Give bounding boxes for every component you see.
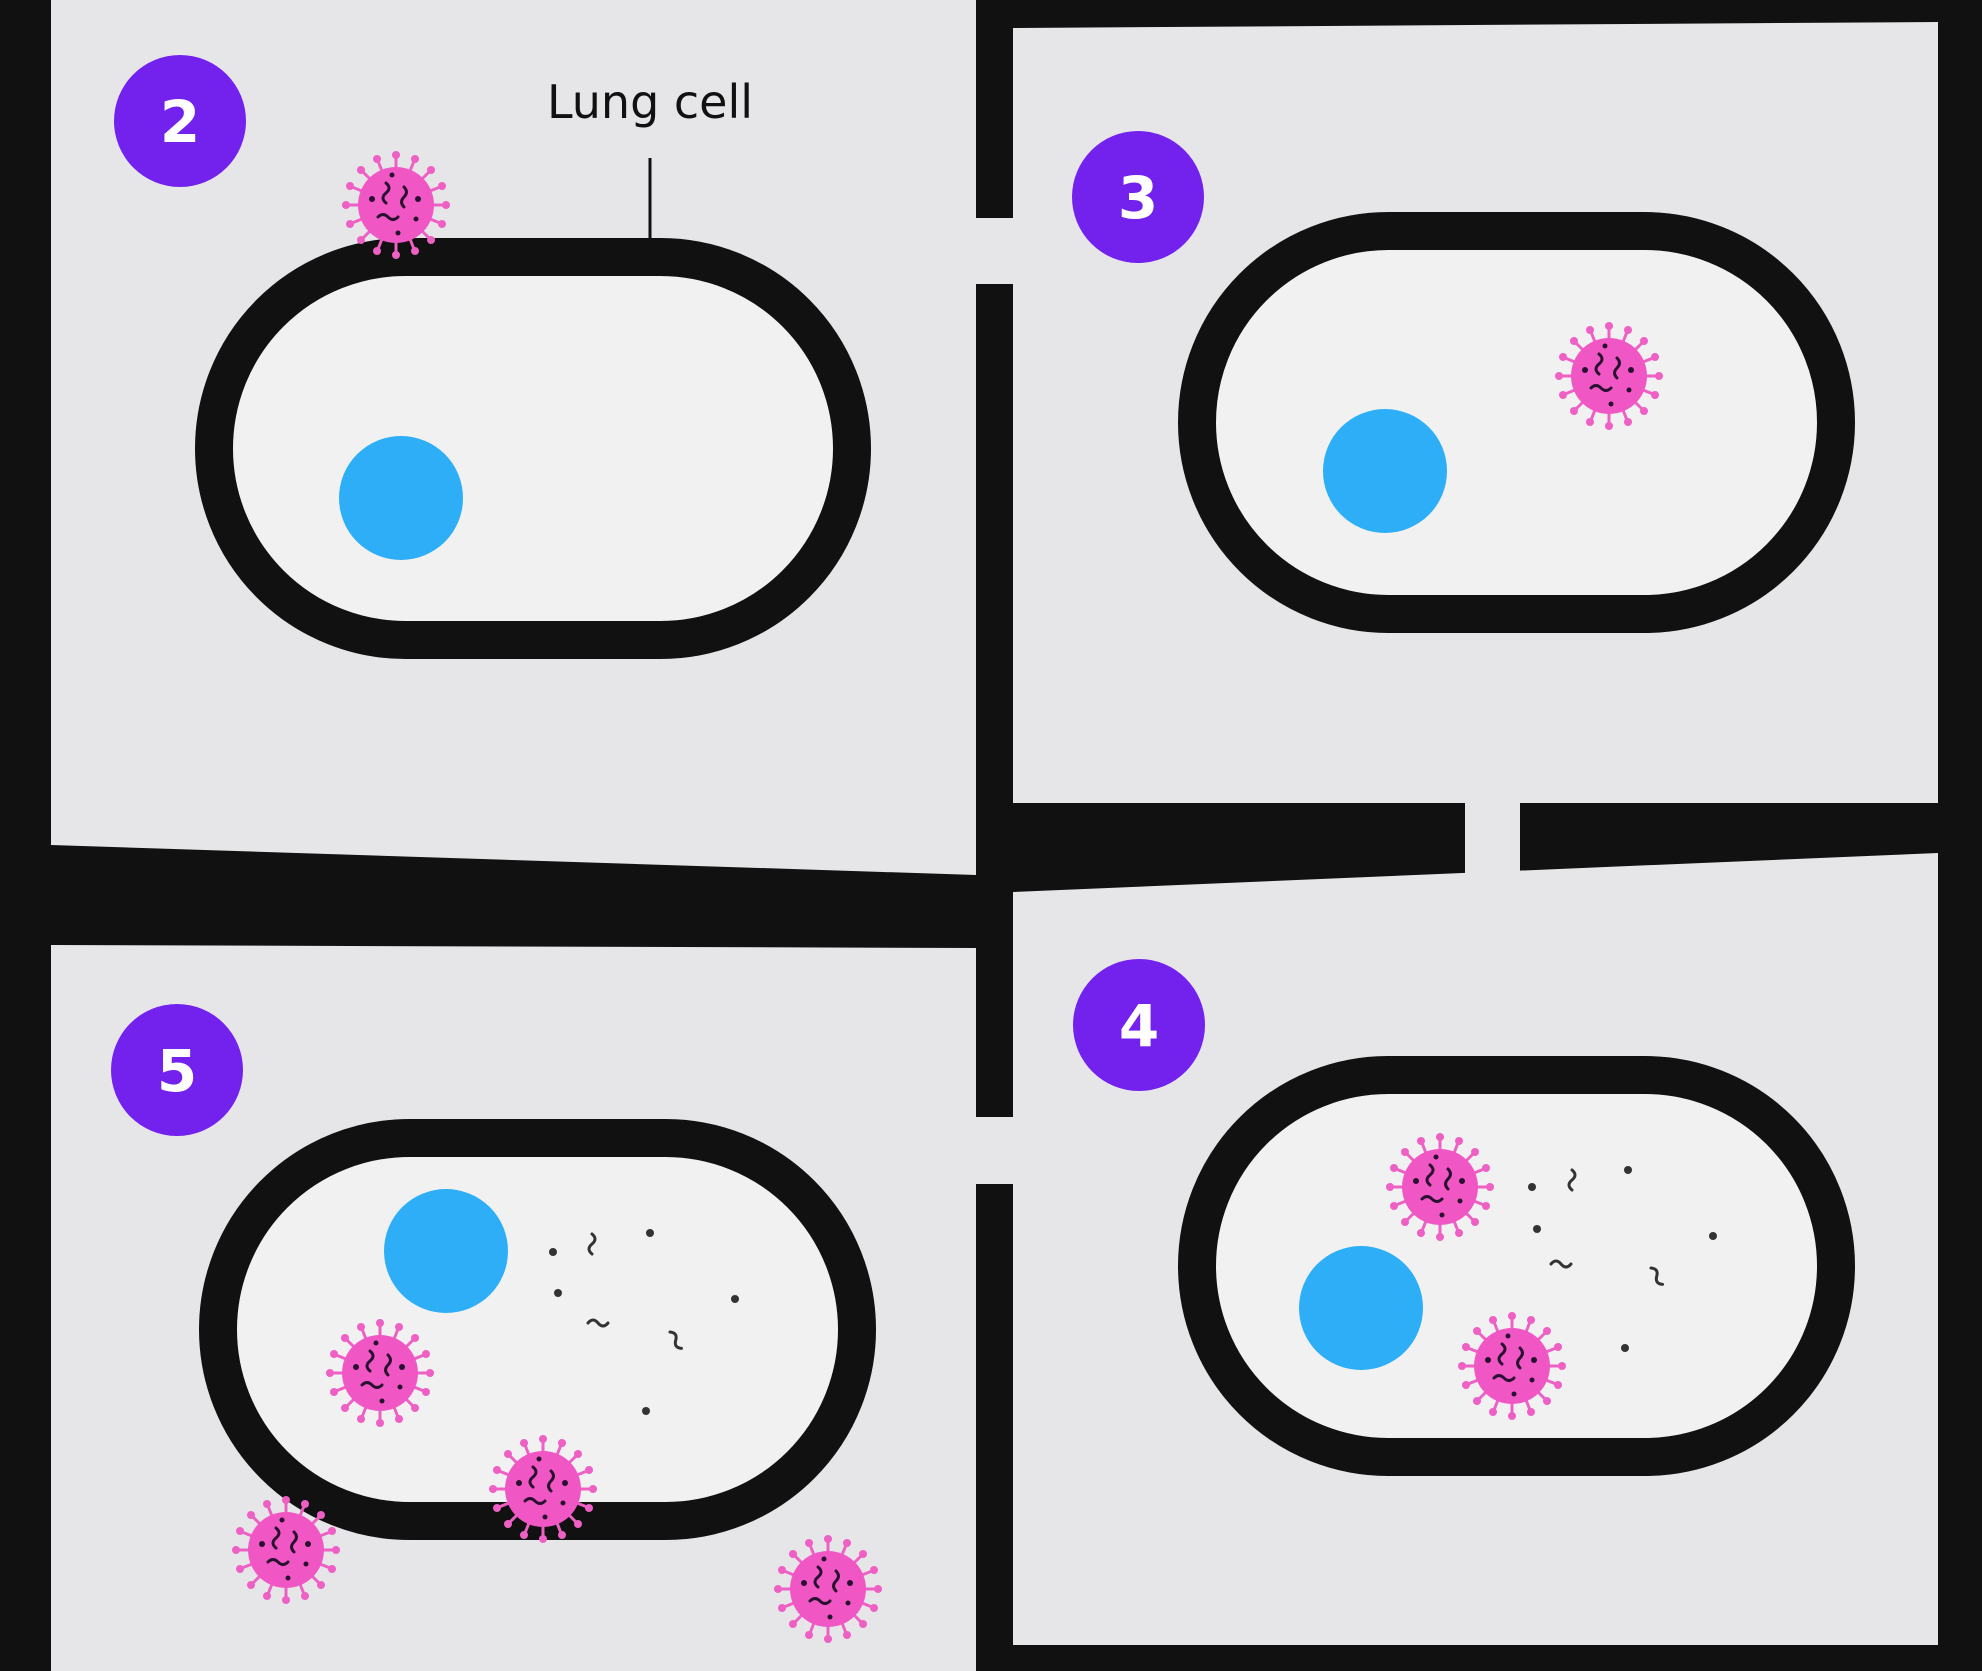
separator-gap	[1465, 800, 1520, 873]
nucleus	[384, 1189, 508, 1313]
coronavirus-icon	[230, 1494, 342, 1606]
coronavirus-icon	[1384, 1131, 1496, 1243]
step-2-group: 2 Lung cell	[114, 55, 871, 659]
step-badge	[1072, 131, 1204, 263]
step-number: 4	[1119, 992, 1159, 1060]
step-number: 3	[1118, 164, 1158, 232]
step-3-group: 3	[1072, 131, 1855, 633]
step-4-group: 4	[1073, 959, 1855, 1476]
step-badge	[1073, 959, 1205, 1091]
rna-fragments	[1528, 1166, 1717, 1352]
step-number: 5	[157, 1037, 197, 1105]
lung-cell	[195, 238, 871, 659]
nucleus	[339, 436, 463, 560]
lung-cell	[1178, 212, 1855, 633]
coronavirus-icon	[772, 1533, 884, 1645]
separator-gap	[976, 1117, 1013, 1184]
step-number: 2	[160, 88, 200, 156]
coronavirus-icon	[324, 1317, 436, 1429]
rna-fragments	[549, 1229, 739, 1415]
coronavirus-icon	[1456, 1310, 1568, 1422]
cell-label: Lung cell	[547, 75, 753, 129]
step-badge	[111, 1004, 243, 1136]
step-5-group: 5	[111, 1004, 884, 1645]
coronavirus-icon	[487, 1433, 599, 1545]
nucleus	[1299, 1246, 1423, 1370]
nucleus	[1323, 409, 1447, 533]
separator-gap	[976, 218, 1013, 284]
coronavirus-icon	[340, 149, 452, 261]
coronavirus-icon	[1553, 320, 1665, 432]
step-badge	[114, 55, 246, 187]
